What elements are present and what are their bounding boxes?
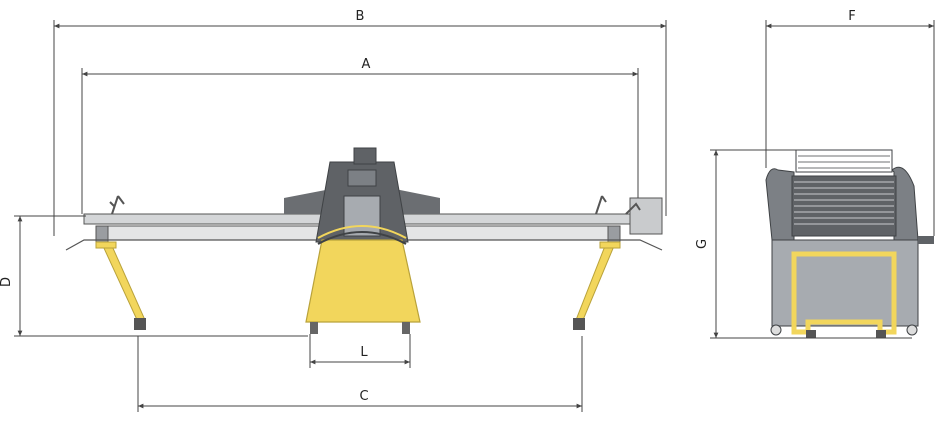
right-table [389, 213, 636, 225]
side-hood [795, 149, 893, 173]
caster-right [402, 322, 410, 334]
side-knob [918, 236, 934, 244]
left-leg-mount [95, 241, 117, 249]
side-caster-2 [906, 324, 918, 336]
side-caster-1 [770, 324, 782, 336]
base-arch-top [317, 225, 407, 239]
side-roller-lines [794, 181, 894, 225]
label-D: D [0, 277, 14, 287]
label-C: C [359, 389, 368, 404]
left-fold-line [65, 239, 322, 251]
side-view [765, 149, 934, 338]
right-foot [573, 318, 585, 330]
label-B: B [356, 9, 365, 24]
left-foot [134, 318, 146, 330]
right-lever [625, 202, 641, 215]
left-leg [102, 245, 146, 323]
right-leg [575, 245, 615, 321]
yellow-base [305, 239, 421, 323]
caster-left [310, 322, 318, 334]
side-foot-2 [876, 330, 886, 338]
right-frame [391, 225, 621, 241]
right-fold-line [392, 239, 663, 251]
top-control-box [353, 147, 377, 165]
label-F: F [848, 9, 855, 24]
label-L: L [360, 345, 368, 360]
right-scraper [595, 195, 607, 215]
base-arch [317, 231, 407, 245]
rollers-window [343, 195, 381, 237]
right-leg-mount [599, 241, 621, 249]
dimension-lines [14, 20, 935, 412]
side-foot-1 [806, 330, 816, 338]
label-G: G [695, 239, 710, 249]
control-panel [347, 169, 377, 187]
label-A: A [362, 57, 371, 72]
left-table [83, 213, 325, 225]
front-view [65, 147, 663, 334]
left-scraper [109, 195, 125, 215]
right-wing [390, 188, 440, 214]
side-hood-lines [798, 155, 890, 169]
left-frame [97, 225, 323, 241]
right-motor-box [629, 197, 663, 235]
side-left-cover [765, 168, 795, 241]
